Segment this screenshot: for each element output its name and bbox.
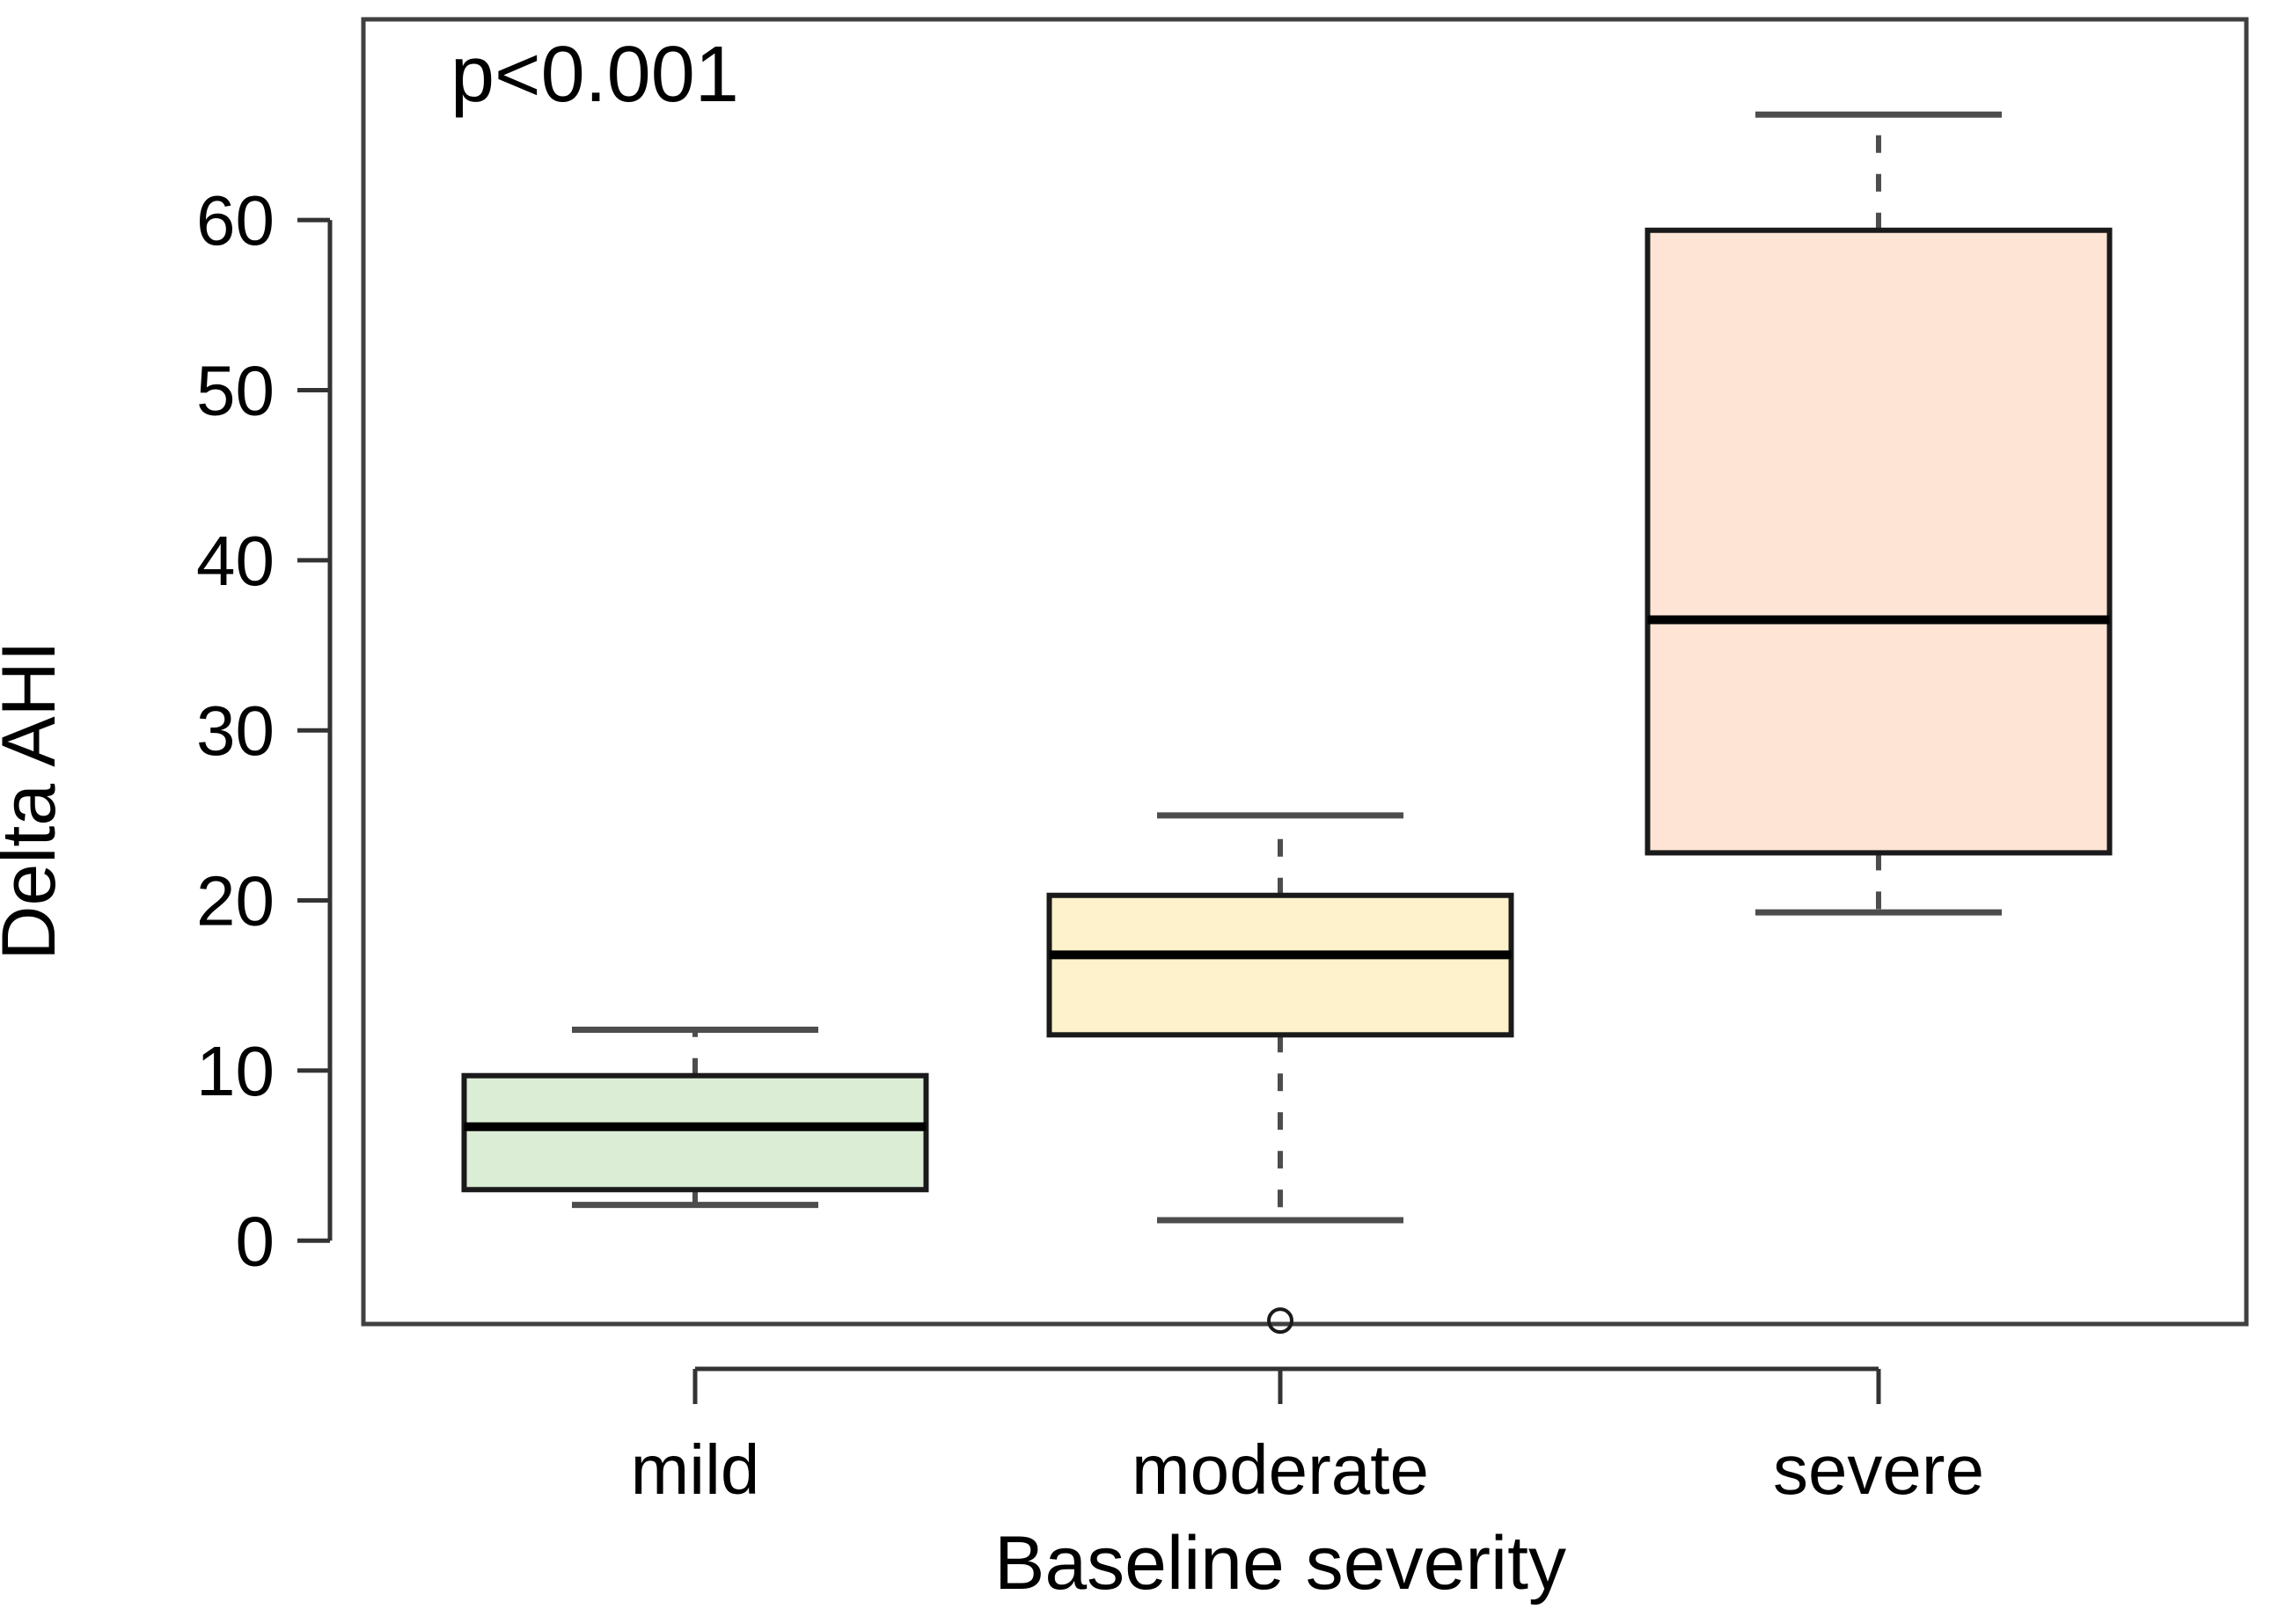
y-tick-label: 30 (196, 691, 275, 770)
boxplot-severe (1645, 111, 2113, 916)
y-tick-label: 40 (196, 522, 275, 600)
x-axis: mild moderate severe (631, 1366, 1984, 1509)
p-value-annotation: p<0.001 (451, 31, 739, 119)
plot-frame (361, 17, 2249, 1327)
y-tick-label: 20 (196, 862, 275, 940)
y-tick-label: 50 (196, 352, 275, 430)
y-tick-label: 10 (196, 1032, 275, 1110)
x-category-label: mild (631, 1430, 760, 1509)
y-axis: 0 10 20 30 40 50 60 (196, 181, 333, 1280)
boxplot-moderate (1046, 812, 1514, 1335)
boxplot-mild (461, 1027, 929, 1209)
y-axis-title: Delta AHI (0, 640, 71, 960)
y-tick-label: 60 (196, 181, 275, 260)
x-axis-title: Baseline severity (994, 1521, 1566, 1606)
box-rect (1046, 892, 1514, 1038)
x-category-label: severe (1773, 1430, 1984, 1509)
y-tick-label: 0 (236, 1202, 275, 1280)
x-category-label: moderate (1132, 1430, 1429, 1509)
box-rect (1645, 227, 2113, 856)
outlier-point (1267, 1307, 1293, 1335)
box-rect (461, 1072, 929, 1193)
